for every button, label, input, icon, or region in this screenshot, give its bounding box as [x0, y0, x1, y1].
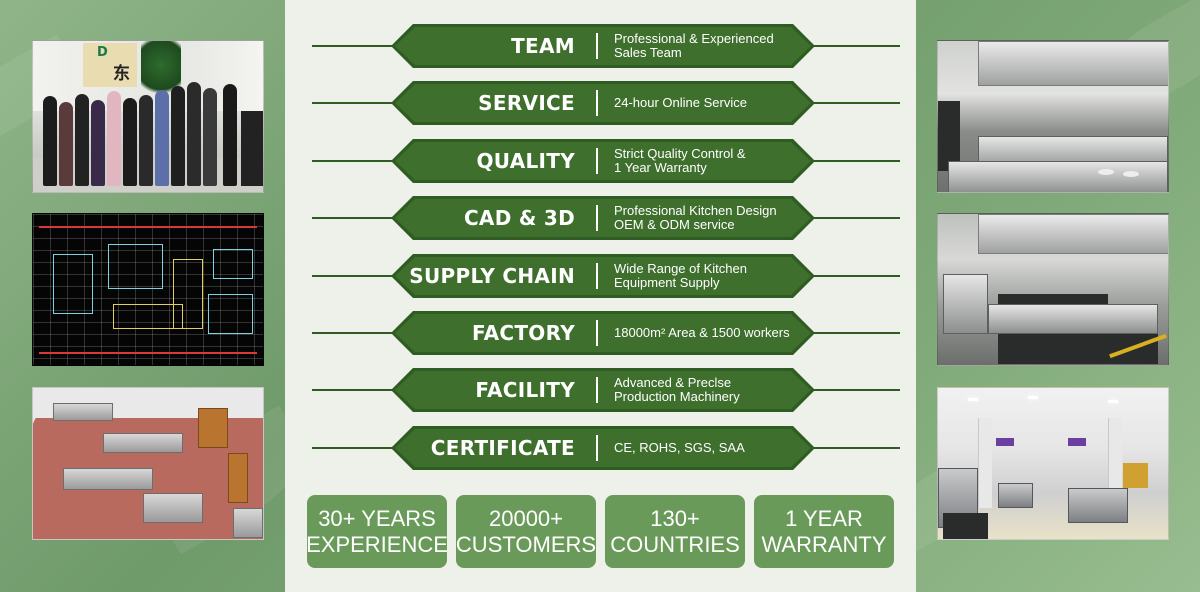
feature-description-line: Wide Range of Kitchen [614, 261, 747, 276]
team-sign-text: 东 [113, 64, 130, 84]
feature-description-line: Equipment Supply [614, 275, 720, 290]
feature-row-supply-chain: SUPPLY CHAIN Wide Range of Kitchen Equip… [285, 254, 916, 298]
feature-title: FACTORY [471, 321, 575, 345]
stat-line: 30+ YEARS [318, 505, 436, 531]
kitchen-photo-2 [937, 213, 1169, 366]
feature-title: TEAM [511, 34, 575, 58]
team-photo: D 东 [32, 40, 264, 193]
stat-box-countries: 130+ COUNTRIES [605, 495, 745, 568]
feature-description: Professional & Experienced Sales Team [614, 24, 814, 68]
feature-divider [596, 320, 598, 346]
feature-description-line: 18000m² Area & 1500 workers [614, 325, 790, 340]
feature-description: Wide Range of Kitchen Equipment Supply [614, 254, 814, 298]
feature-row-team: TEAM Professional & Experienced Sales Te… [285, 24, 916, 68]
feature-row-certificate: CERTIFICATE CE, ROHS, SGS, SAA [285, 426, 916, 470]
feature-description-line: Advanced & Preclse [614, 375, 732, 390]
feature-description: Strict Quality Control & 1 Year Warranty [614, 139, 814, 183]
feature-title: SUPPLY CHAIN [409, 264, 575, 288]
feature-description-line: Professional & Experienced [614, 31, 774, 46]
cad-drawing-photo [32, 213, 264, 366]
feature-row-cad-3d: CAD & 3D Professional Kitchen Design OEM… [285, 196, 916, 240]
feature-title: FACILITY [475, 378, 575, 402]
stat-line: COUNTRIES [610, 531, 740, 557]
feature-description: 18000m² Area & 1500 workers [614, 311, 814, 355]
stat-line: 130+ [650, 505, 700, 531]
feature-description: Advanced & Preclse Production Machinery [614, 368, 814, 412]
right-photo-column [879, 0, 1200, 592]
feature-description-line: Strict Quality Control & [614, 146, 746, 161]
stat-line: 20000+ [488, 505, 564, 531]
stat-line: 1 YEAR [785, 505, 863, 531]
feature-description-line: CE, ROHS, SGS, SAA [614, 440, 745, 455]
stat-line: EXPERIENCE [306, 531, 448, 557]
feature-title: CERTIFICATE [430, 436, 575, 460]
stat-line: CUSTOMERS [455, 531, 597, 557]
feature-divider [596, 435, 598, 461]
feature-description: CE, ROHS, SGS, SAA [614, 426, 814, 470]
feature-title: SERVICE [478, 91, 575, 115]
feature-divider [596, 33, 598, 59]
feature-description-line: Sales Team [614, 45, 682, 60]
feature-row-service: SERVICE 24-hour Online Service [285, 81, 916, 125]
feature-divider [596, 377, 598, 403]
3d-layout-photo [32, 387, 264, 540]
stat-box-warranty: 1 YEAR WARRANTY [754, 495, 894, 568]
feature-description-line: 1 Year Warranty [614, 160, 707, 175]
kitchen-photo-1 [937, 40, 1169, 193]
row-line-left [312, 45, 412, 47]
feature-divider [596, 90, 598, 116]
stat-line: WARRANTY [761, 531, 887, 557]
factory-photo [937, 387, 1169, 540]
feature-row-facility: FACILITY Advanced & Preclse Production M… [285, 368, 916, 412]
row-line-right [790, 45, 900, 47]
feature-description-line: OEM & ODM service [614, 217, 735, 232]
feature-description-line: Production Machinery [614, 389, 740, 404]
feature-divider [596, 205, 598, 231]
feature-description-line: Professional Kitchen Design [614, 203, 777, 218]
feature-title: QUALITY [476, 149, 575, 173]
features-panel: TEAM Professional & Experienced Sales Te… [285, 0, 916, 592]
stat-box-customers: 20000+ CUSTOMERS [456, 495, 596, 568]
feature-description-line: 24-hour Online Service [614, 95, 747, 110]
feature-row-quality: QUALITY Strict Quality Control & 1 Year … [285, 139, 916, 183]
feature-divider [596, 148, 598, 174]
feature-description: Professional Kitchen Design OEM & ODM se… [614, 196, 814, 240]
feature-divider [596, 263, 598, 289]
feature-description: 24-hour Online Service [614, 81, 814, 125]
feature-row-factory: FACTORY 18000m² Area & 1500 workers [285, 311, 916, 355]
left-photo-column: D 东 [0, 0, 320, 592]
stat-box-experience: 30+ YEARS EXPERIENCE [306, 495, 448, 568]
feature-title: CAD & 3D [463, 206, 575, 230]
